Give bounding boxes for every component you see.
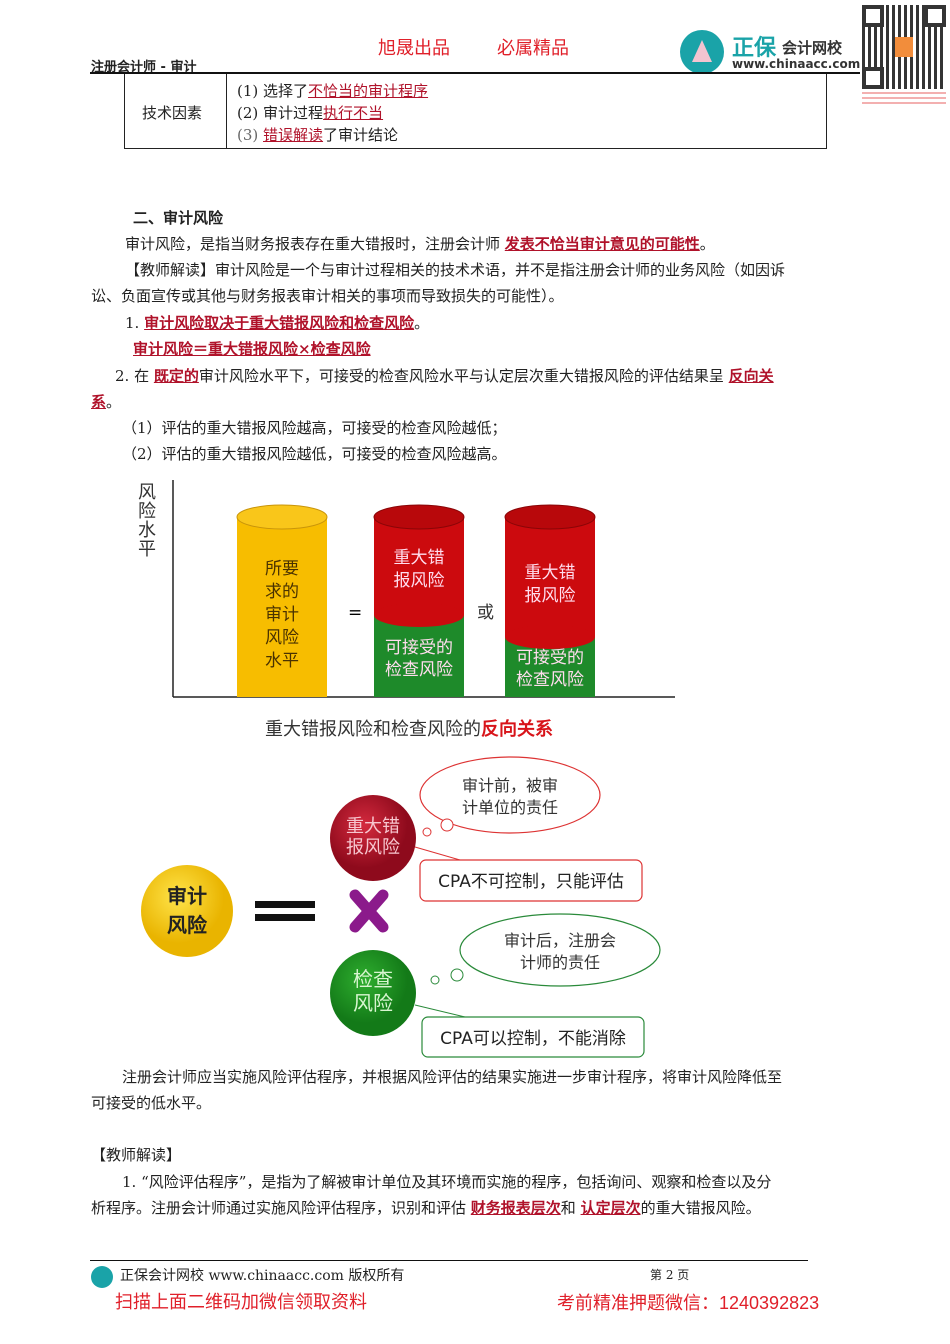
formula: 审计风险＝重大错报风险×检查风险 [133,340,371,358]
header-rule [90,72,860,74]
sub-point-1: （1）评估的重大错报风险越高，可接受的检查风险越低； [122,419,507,437]
dr-label-b: 可接受的 [516,648,584,668]
mm-label-b: 重大错 [525,563,576,583]
sub-point-2: （2）评估的重大错报风险越低，可接受的检查风险越高。 [122,445,507,463]
table-label: 技术因素 [142,104,203,122]
page-number: 第 2 页 [650,1268,690,1282]
footer-copyright: 正保会计网校 www.chinaacc.com 版权所有 [120,1268,405,1284]
cylinder-label-line: 求的 [265,582,299,602]
definition: 审计风险，是指当财务报表存在重大错报时，注册会计师 发表不恰当审计意见的可能性。 [125,235,715,253]
mm-risk-label-2: 报风险 [346,837,400,858]
point2-line2: 系。 [91,393,122,411]
table-row: (2) 审计过程执行不当 [237,104,384,122]
mm-label-b-2: 报风险 [525,586,576,606]
svg-text:险: 险 [138,501,156,522]
audit-risk-model-figure: 审计 风险 重大错 报风险 检查 风险 审计前，被审 计单位的责任 CPA不可控… [141,756,661,1058]
closing-line1: 注册会计师应当实施风险评估程序，并根据风险评估的结果实施进一步审计程序，将审计风… [122,1068,783,1086]
y-axis-label: 风险水平 [138,482,156,560]
course-title: 注册会计师 - 审计 [91,60,197,75]
dr-label-a: 可接受的 [385,638,453,658]
audit-risk-circle [141,865,233,957]
qr-caption [862,92,946,106]
or-label: 或 [477,603,494,623]
table-row: (3) 错误解读了审计结论 [237,126,399,144]
qr-code [862,5,946,89]
logo-url: www.chinaacc.com [732,57,861,71]
section-heading: 二、审计风险 [133,209,224,227]
slogan-right: 必属精品 [497,38,569,59]
callout-box-1: CPA不可控制，只能评估 [414,846,643,902]
mm-risk-circle [330,795,416,881]
callout-box-2: CPA可以控制，不能消除 [414,1004,645,1058]
mm-risk-label-1: 重大错 [346,816,400,837]
slogan-left: 旭晟出品 [378,38,450,59]
svg-text:CPA可以控制，不能消除: CPA可以控制，不能消除 [440,1029,626,1049]
detection-risk-label-1: 检查 [353,967,393,991]
cloud-callout-2: 审计后，注册会 计师的责任 [430,913,661,987]
multiply-icon [349,889,389,933]
detection-risk-circle [330,950,416,1036]
mm-label-a-2: 报风险 [394,571,445,591]
logo-icon [680,30,724,74]
table-row: (1) 选择了不恰当的审计程序 [237,82,429,100]
cylinder-label-line: 审计 [265,605,299,625]
dr-label-a-2: 检查风险 [385,660,453,680]
cylinder-label-line: 所要 [265,559,299,579]
cylinder-label-line: 风险 [265,628,299,648]
equals-sign: = [348,603,362,623]
factor-table: 技术因素 (1) 选择了不恰当的审计程序 (2) 审计过程执行不当 (3) 错误… [124,74,827,149]
audit-risk-label-1: 审计 [167,884,207,908]
dr-label-b-2: 检查风险 [516,670,584,690]
logo-sub: 会计网校 [782,39,843,57]
figure-caption: 重大错报风险和检查风险的反向关系 [265,718,553,740]
promo-left: 扫描上面二维码加微信领取资料 [115,1292,367,1313]
footer-logo-icon [91,1266,113,1288]
svg-text:审计后，注册会: 审计后，注册会 [504,931,616,950]
svg-text:审计前，被审: 审计前，被审 [462,776,558,795]
logo-name: 正保 [732,36,777,61]
footer-rule [90,1260,808,1261]
cylinder-a [373,504,465,697]
svg-text:计师的责任: 计师的责任 [520,953,600,972]
note1-line2: 讼、负面宣传或其他与财务报表审计相关的事项而导致损失的可能性）。 [91,287,564,305]
detection-risk-label-2: 风险 [353,991,393,1015]
equals-bar-bottom [255,914,315,921]
svg-text:水: 水 [138,520,156,541]
note2-title: 【教师解读】 [91,1146,182,1164]
note2-line2: 析程序。注册会计师通过实施风险评估程序，识别和评估 财务报表层次和 认定层次的重… [91,1199,761,1217]
audit-risk-label-2: 风险 [167,913,208,937]
closing-line2: 可接受的低水平。 [91,1094,212,1112]
svg-text:风: 风 [138,482,156,503]
note1-line1: 【教师解读】审计风险是一个与审计过程相关的技术术语，并不是指注册会计师的业务风险… [125,261,786,279]
promo-right: 考前精准押题微信：1240392823 [557,1293,820,1313]
cylinder-label-line: 水平 [265,651,299,671]
svg-text:平: 平 [138,539,156,560]
mm-label-a: 重大错 [394,548,445,568]
svg-text:CPA不可控制，只能评估: CPA不可控制，只能评估 [438,872,624,892]
svg-text:计单位的责任: 计单位的责任 [462,798,558,817]
equals-bar-top [255,901,315,908]
point2-line1: 2. 在 既定的审计风险水平下，可接受的检查风险水平与认定层次重大错报风险的评估… [115,367,774,385]
note2-line1: 1. “风险评估程序”，是指为了解被审计单位及其环境而实施的程序，包括询问、观察… [122,1173,772,1191]
cloud-callout-1: 审计前，被审 计单位的责任 [419,756,601,837]
point1: 1. 审计风险取决于重大错报风险和检查风险。 [125,314,430,332]
logo: 正保 会计网校 www.chinaacc.com [680,30,861,74]
cylinder-b [504,504,596,697]
